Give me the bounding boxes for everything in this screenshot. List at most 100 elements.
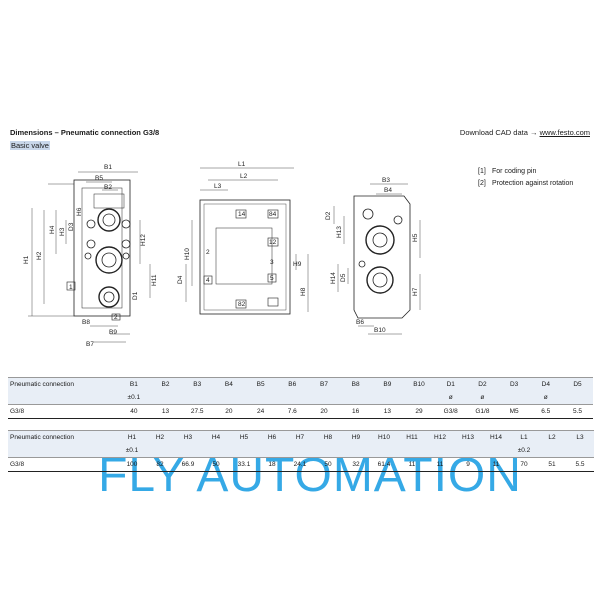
- table1-header-cell: Pneumatic connection: [8, 377, 118, 391]
- label-h7: H7: [412, 287, 419, 296]
- table1-header-cell: B2: [149, 377, 182, 391]
- port-2: 2: [206, 249, 210, 256]
- table1-header-cell: D3: [498, 377, 530, 391]
- label-h6: H6: [76, 207, 83, 216]
- table1-cell: 6.5: [529, 404, 562, 419]
- dimensions-table-1: Pneumatic connection B1 B2 B3 B4 B5 B6 B…: [8, 377, 594, 419]
- table2-subheader-cell: [146, 444, 174, 458]
- label-h1: H1: [23, 255, 30, 264]
- table2-cell: 61.4: [370, 457, 398, 472]
- table2-subheader-cell: [174, 444, 202, 458]
- table1-header-cell: B1: [118, 377, 150, 391]
- table1-subheader-row: ±0.1 ø ø ø: [8, 391, 594, 405]
- note-2-num: [2]: [478, 180, 486, 187]
- table1-header-cell: B10: [403, 377, 435, 391]
- table2-subheader-cell: [230, 444, 258, 458]
- table1-cell: 40: [118, 404, 150, 419]
- dimensions-table-2: Pneumatic connection H1 H2 H3 H4 H5 H6 H…: [8, 430, 594, 472]
- label-h14: H14: [330, 272, 337, 284]
- label-b6: B6: [356, 319, 364, 326]
- label-h5: H5: [412, 233, 419, 242]
- label-d3: D3: [68, 222, 75, 231]
- label-b10: B10: [374, 327, 386, 334]
- label-l3: L3: [214, 183, 222, 190]
- cad-link[interactable]: www.festo.com: [539, 128, 590, 137]
- table1-header-cell: D2: [466, 377, 499, 391]
- table1-subheader-cell: [276, 391, 309, 405]
- table2-cell: 66.9: [174, 457, 202, 472]
- table1-subheader-cell: ø: [466, 391, 499, 405]
- table2-cell: 11: [398, 457, 426, 472]
- table2-header-cell: H1: [118, 430, 146, 444]
- table1-header-cell: B8: [339, 377, 372, 391]
- header-bar: Dimensions – Pneumatic connection G3/8 D…: [8, 128, 594, 139]
- cad-download[interactable]: Download CAD data → www.festo.com: [460, 128, 590, 137]
- table2-cell: 82: [146, 457, 174, 472]
- table1-header-cell: B6: [276, 377, 309, 391]
- technical-drawing: B1 B5 B2 H6 D3 H4 H3 H1 H2 H12 H11 D1 B8…: [23, 161, 421, 348]
- port-12: 12: [269, 239, 277, 246]
- table2-subheader-cell: [314, 444, 342, 458]
- table2-header-cell: H2: [146, 430, 174, 444]
- table2-header-cell: Pneumatic connection: [8, 430, 118, 444]
- table2-header-cell: H9: [342, 430, 370, 444]
- table2-subheader-cell: [398, 444, 426, 458]
- note-2: [2]Protection against rotation: [478, 178, 573, 190]
- table1-subheader-cell: [403, 391, 435, 405]
- table1-subheader-cell: [308, 391, 340, 405]
- table1-subheader-cell: [244, 391, 277, 405]
- table1-cell: 27.5: [181, 404, 214, 419]
- table2-subheader-cell: [342, 444, 370, 458]
- table2-data-row: G3/8 100 82 66.9 50 33.1 18 24.1 50 32 6…: [8, 457, 594, 472]
- table2-header-cell: H11: [398, 430, 426, 444]
- table2-cell: 24.1: [286, 457, 314, 472]
- table2-header-cell: H6: [258, 430, 286, 444]
- port-82: 82: [238, 301, 246, 308]
- table2-header-cell: H12: [426, 430, 454, 444]
- port-5: 5: [270, 275, 274, 282]
- table1-cell: 24: [244, 404, 277, 419]
- callout-2: 2: [114, 314, 118, 321]
- label-h8: H8: [300, 287, 307, 296]
- table1-header-cell: D5: [561, 377, 594, 391]
- table2-cell: 11: [426, 457, 454, 472]
- label-h10: H10: [184, 248, 191, 260]
- table2-header-cell: H10: [370, 430, 398, 444]
- port-3: 3: [270, 259, 274, 266]
- table2-cell: 50: [314, 457, 342, 472]
- table1-header-cell: D4: [529, 377, 562, 391]
- table2-header-row: Pneumatic connection H1 H2 H3 H4 H5 H6 H…: [8, 430, 594, 444]
- label-h12: H12: [140, 234, 147, 246]
- note-1-text: For coding pin: [492, 168, 537, 175]
- table2-cell: 18: [258, 457, 286, 472]
- table1-subheader-cell: [339, 391, 372, 405]
- table1-cell: 20: [308, 404, 340, 419]
- subtitle-basic-valve: Basic valve: [10, 141, 50, 150]
- table1-subheader-cell: ±0.1: [118, 391, 150, 405]
- table1-cell: M5: [498, 404, 530, 419]
- cad-prefix: Download CAD data: [459, 128, 530, 137]
- table1-subheader-cell: [498, 391, 530, 405]
- table2-cell: 32: [342, 457, 370, 472]
- datasheet: Dimensions – Pneumatic connection G3/8 D…: [8, 124, 594, 502]
- table1-header-cell: B9: [371, 377, 404, 391]
- table2-subheader-cell: [8, 444, 118, 458]
- table1-header-row: Pneumatic connection B1 B2 B3 B4 B5 B6 B…: [8, 377, 594, 391]
- table1-cell: 20: [213, 404, 245, 419]
- table1-cell: 29: [403, 404, 435, 419]
- label-h9: H9: [293, 261, 302, 268]
- table1-subheader-cell: [8, 391, 118, 405]
- label-d1: D1: [132, 291, 139, 300]
- table2-subheader-cell: [370, 444, 398, 458]
- table2-header-cell: H13: [454, 430, 482, 444]
- table1-cell: G3/8: [8, 404, 118, 419]
- table2-subheader-cell: [202, 444, 230, 458]
- table2-subheader-cell: [566, 444, 594, 458]
- label-h3: H3: [59, 227, 66, 236]
- table1-data-row: G3/8 40 13 27.5 20 24 7.6 20 16 13 29 G3…: [8, 404, 594, 419]
- label-h4: H4: [49, 225, 56, 234]
- notes-legend: [1]For coding pin [2]Protection against …: [478, 166, 573, 190]
- table2-header-cell: H8: [314, 430, 342, 444]
- callout-1: 1: [69, 284, 73, 291]
- table1-header-cell: B5: [244, 377, 277, 391]
